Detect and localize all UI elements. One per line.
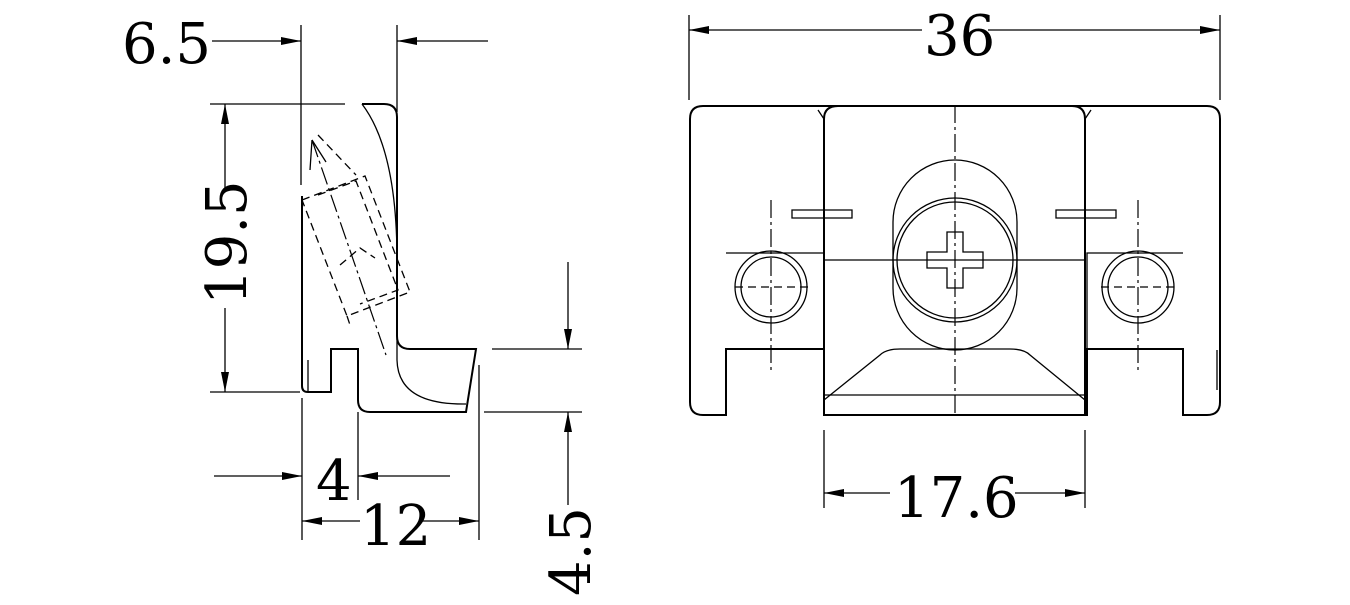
front-body-outline (689, 105, 1221, 416)
dim-label-12: 12 (360, 494, 431, 559)
phillips-cross-icon (926, 231, 984, 289)
left-mount-hole (726, 200, 853, 370)
side-body-outline (301, 103, 478, 413)
side-screw-hidden (301, 175, 411, 326)
dim-label-36: 36 (924, 4, 995, 69)
dim-label-4: 4 (316, 449, 352, 514)
dim-label-6-5: 6.5 (122, 12, 211, 77)
side-view: 6.5 19.5 4 12 4.5 (122, 12, 604, 596)
side-inner-curve (361, 103, 467, 405)
right-mount-hole (1055, 200, 1183, 370)
dim-label-4-5: 4.5 (539, 507, 604, 596)
side-screw-axis (311, 139, 387, 356)
front-view: 36 17.6 (688, 4, 1221, 531)
dim-label-17-6: 17.6 (894, 466, 1019, 531)
dim-label-19-5: 19.5 (195, 180, 260, 305)
front-center-block (823, 105, 1086, 416)
